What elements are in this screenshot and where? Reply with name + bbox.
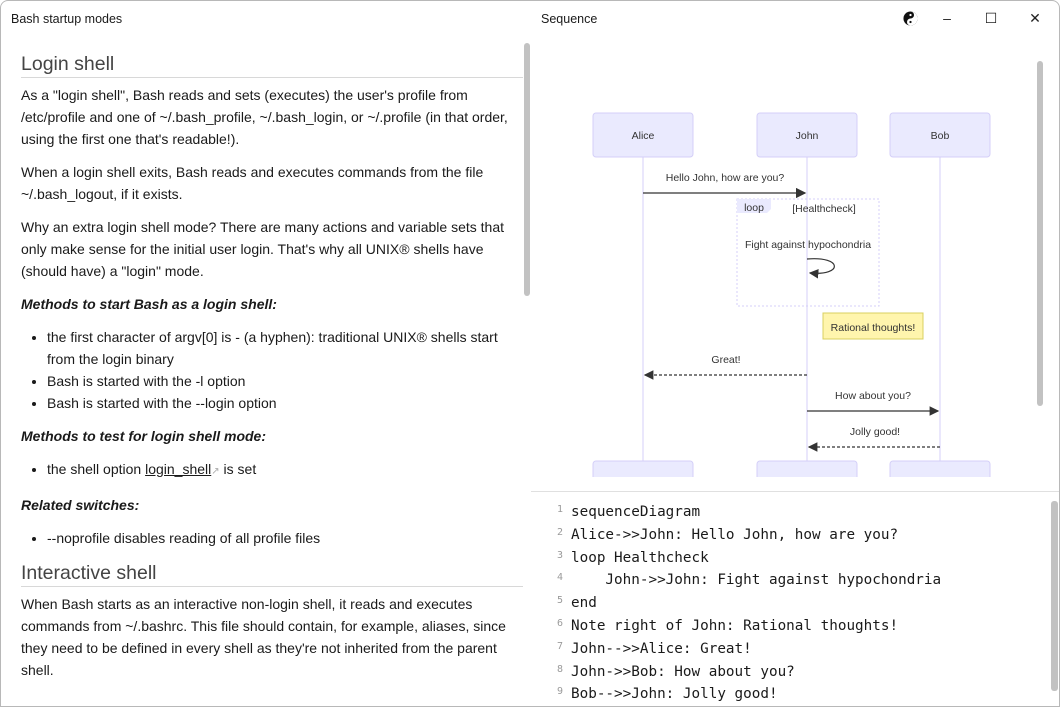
sequence-diagram: Alice John Bob Hello John, how are you? … — [592, 112, 991, 477]
actor-label: Bob — [931, 130, 950, 142]
pane-divider[interactable] — [531, 491, 1059, 492]
list-item: Bash is started with the --login option — [47, 392, 521, 414]
actor-john-bottom — [756, 460, 858, 477]
heading-test: Methods to test for login shell mode: — [21, 428, 266, 444]
login-shell-link[interactable]: login_shell — [145, 461, 212, 477]
heading-login-shell: Login shell — [21, 51, 523, 78]
list-item: the first character of argv[0] is - (a h… — [47, 326, 521, 370]
actor-alice-bottom — [592, 460, 694, 477]
heading-interactive-shell: Interactive shell — [21, 560, 523, 587]
right-title: Sequence — [541, 12, 598, 26]
message-label: Fight against hypochondria — [745, 239, 871, 251]
actor-bob-bottom — [889, 460, 991, 477]
diagram-scrollbar[interactable] — [1037, 61, 1043, 406]
actor-bob — [889, 112, 991, 158]
theme-toggle-button[interactable] — [890, 4, 930, 32]
loop-label: loop — [744, 202, 764, 214]
loop-condition: [Healthcheck] — [792, 203, 856, 215]
loop-box — [736, 198, 880, 307]
loop-tab — [737, 199, 771, 213]
code-line: 4 John->>John: Fight against hypochondri… — [557, 572, 942, 589]
self-message-arrow — [806, 258, 835, 279]
list-item: --noprofile disables reading of all prof… — [47, 527, 521, 549]
paragraph: When Bash starts as an interactive non-l… — [21, 596, 506, 678]
methods-list: the first character of argv[0] is - (a h… — [47, 326, 521, 414]
left-title: Bash startup modes — [11, 12, 123, 26]
text: the shell option — [47, 461, 146, 477]
list-item: Bash is started with the -l option — [47, 370, 521, 392]
document-pane: Login shell As a "login shell", Bash rea… — [1, 41, 531, 692]
message-label: Great! — [711, 354, 740, 366]
heading-related: Related switches: — [21, 497, 140, 513]
yin-yang-icon — [902, 10, 918, 26]
close-button[interactable]: ✕ — [1029, 9, 1041, 26]
code-scrollbar[interactable] — [1051, 501, 1058, 691]
document-scrollbar[interactable] — [524, 43, 530, 296]
message-label: Jolly good! — [850, 426, 900, 438]
note-box — [822, 312, 924, 340]
actor-alice — [592, 112, 694, 158]
maximize-button[interactable]: ☐ — [984, 9, 998, 26]
note-text: Rational thoughts! — [831, 322, 916, 334]
test-list: the shell option login_shell↗ is set — [47, 458, 521, 483]
actor-john — [756, 112, 858, 158]
text: is set — [219, 461, 257, 477]
external-link-icon: ↗ — [211, 466, 220, 477]
related-list: --noprofile disables reading of all prof… — [47, 527, 521, 549]
minimize-button[interactable]: – — [943, 10, 951, 26]
actor-label: John — [796, 130, 819, 142]
paragraph: Why an extra login shell mode? There are… — [21, 219, 504, 279]
message-label: How about you? — [835, 390, 911, 402]
list-item: the shell option login_shell↗ is set — [47, 458, 521, 483]
actor-label: Alice — [632, 130, 655, 142]
message-label: Hello John, how are you? — [666, 172, 785, 184]
paragraph: When a login shell exits, Bash reads and… — [21, 164, 484, 202]
heading-methods: Methods to start Bash as a login shell: — [21, 296, 277, 312]
paragraph: As a "login shell", Bash reads and sets … — [21, 87, 508, 147]
